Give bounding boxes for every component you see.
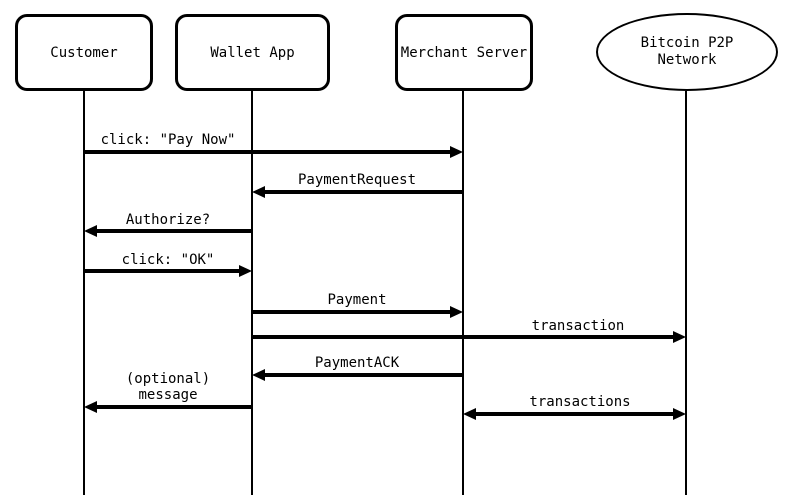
lifeline-customer (83, 91, 85, 495)
message-label: Payment (327, 292, 387, 308)
actor-wallet-app-box: Wallet App (175, 14, 330, 91)
lifeline-merchant-server (462, 91, 464, 495)
arrow-left-icon (84, 225, 252, 237)
message-label: transactions (529, 394, 631, 410)
actor-bitcoin-p2p-network-ellipse: Bitcoin P2P Network (596, 13, 778, 91)
actor-merchant-server-label: Merchant Server (400, 44, 528, 61)
actor-bitcoin-p2p-network-label: Bitcoin P2P Network (640, 35, 734, 68)
actor-customer-box: Customer (15, 14, 153, 91)
message-label: Authorize? (125, 212, 211, 228)
lifeline-wallet-app (251, 91, 253, 495)
actor-customer-label: Customer (50, 44, 118, 61)
arrow-right-icon (84, 146, 463, 158)
arrow-left-icon (252, 186, 463, 198)
lifeline-bitcoin-p2p-network (685, 91, 687, 495)
message-label: (optional) message (125, 371, 211, 403)
message-label: transaction (531, 318, 625, 334)
arrow-right-icon (84, 265, 252, 277)
actor-wallet-app-label: Wallet App (210, 44, 295, 61)
arrow-both-icon (463, 408, 686, 420)
message-label: PaymentRequest (297, 172, 417, 188)
arrow-left-icon (84, 401, 252, 413)
arrow-left-icon (252, 369, 463, 381)
arrow-right-icon (252, 331, 686, 343)
arrow-right-icon (252, 306, 463, 318)
message-label: click: "Pay Now" (100, 132, 236, 148)
actor-merchant-server-box: Merchant Server (395, 14, 533, 91)
message-label: click: "OK" (121, 252, 215, 268)
message-label: PaymentACK (314, 355, 400, 371)
